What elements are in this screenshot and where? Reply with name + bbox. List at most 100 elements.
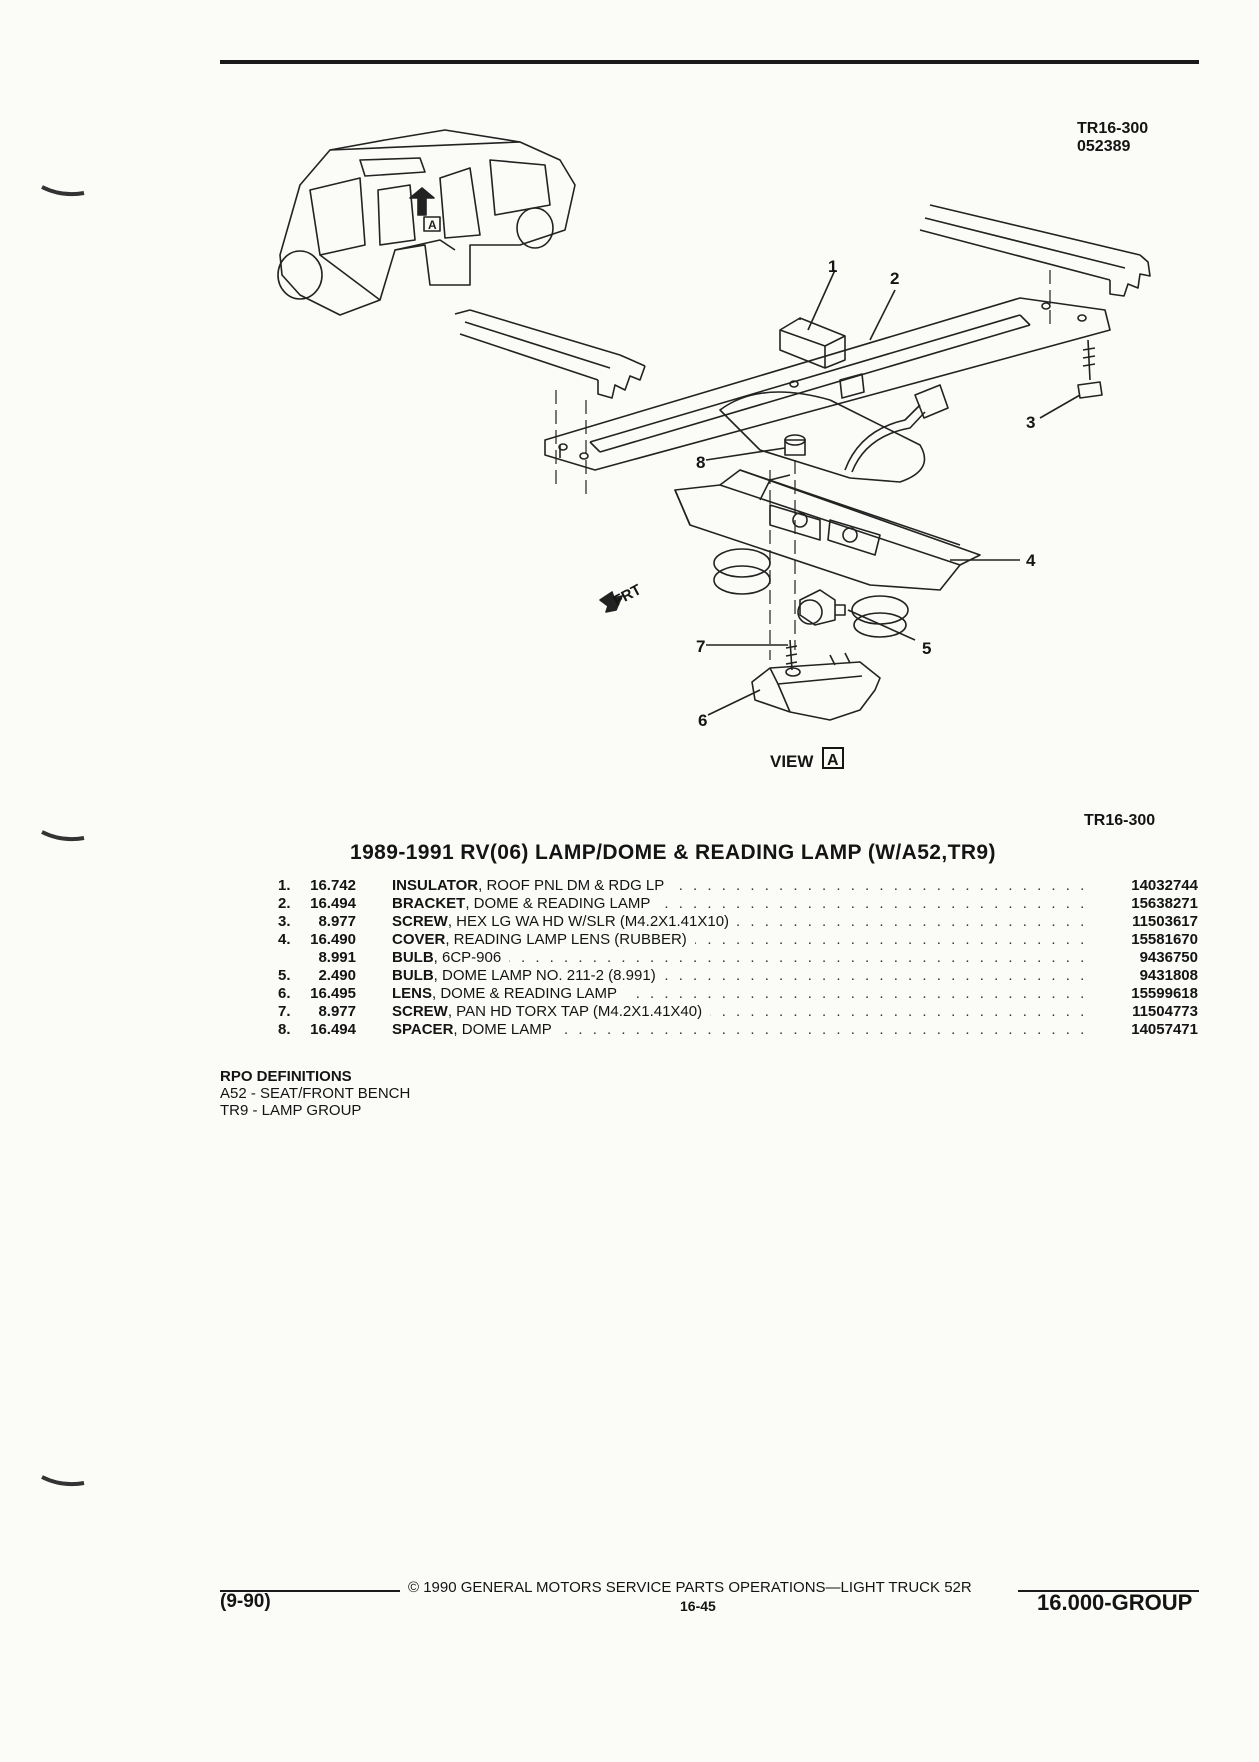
- diagram-date-code: 052389: [1077, 138, 1131, 155]
- part-name: SCREW: [392, 913, 448, 930]
- leader-dots: . . . . . . . . . . . . . . . . . . . . …: [392, 949, 1084, 966]
- bulb: [797, 589, 846, 626]
- callout-4: 4: [1026, 551, 1036, 570]
- part-detail: , DOME & READING LAMP: [465, 895, 651, 912]
- item-number: 5.: [278, 967, 291, 984]
- lamp-lens: [751, 652, 881, 721]
- part-number: 11503617: [1124, 913, 1198, 931]
- footer-date: (9-90): [220, 1591, 271, 1612]
- part-name: SPACER: [392, 1021, 454, 1038]
- item-number: 1.: [278, 877, 291, 894]
- item-number: 3.: [278, 913, 291, 930]
- footer-copyright: © 1990 GENERAL MOTORS SERVICE PARTS OPER…: [408, 1579, 972, 1596]
- dome-lamp-housing: [674, 384, 981, 638]
- binder-mark: [41, 185, 85, 197]
- footer-rule-right: [1018, 1590, 1199, 1592]
- part-name: INSULATOR: [392, 877, 479, 894]
- binder-mark: [41, 1475, 85, 1487]
- part-number: 9436750: [1131, 949, 1198, 967]
- part-row: . . . . . . . . . . . . . . . . . . . . …: [278, 1003, 1198, 1021]
- part-detail: , READING LAMP LENS (RUBBER): [445, 931, 687, 948]
- rpo-item: TR9 - LAMP GROUP: [220, 1102, 362, 1119]
- catalog-code: 16.742: [310, 877, 356, 894]
- part-description: LENS, DOME & READING LAMP: [392, 985, 626, 1003]
- catalog-code: 16.490: [310, 931, 356, 948]
- part-detail: , DOME LAMP: [453, 1021, 552, 1038]
- callout-5: 5: [922, 639, 931, 658]
- diagram-code: TR16-300: [1077, 120, 1149, 137]
- catalog-code: 16.495: [310, 985, 356, 1002]
- item-number: 2.: [278, 895, 291, 912]
- rpo-item: A52 - SEAT/FRONT BENCH: [220, 1085, 411, 1102]
- part-description: COVER, READING LAMP LENS (RUBBER): [392, 931, 695, 949]
- callout-3: 3: [1026, 413, 1035, 432]
- part-description: BULB, 6CP-906: [392, 949, 510, 967]
- item-number: 6.: [278, 985, 291, 1002]
- parts-list: . . . . . . . . . . . . . . . . . . . . …: [278, 877, 1198, 1039]
- part-description: BULB, DOME LAMP NO. 211-2 (8.991): [392, 967, 664, 985]
- part-row: . . . . . . . . . . . . . . . . . . . . …: [278, 949, 1198, 967]
- view-letter: A: [827, 752, 839, 769]
- part-detail: , 6CP-906: [433, 949, 502, 966]
- part-row: . . . . . . . . . . . . . . . . . . . . …: [278, 895, 1198, 913]
- page-number: 16-45: [680, 1598, 716, 1614]
- part-number: 11504773: [1124, 1003, 1198, 1021]
- page-title: 1989-1991 RV(06) LAMP/DOME & READING LAM…: [350, 841, 996, 864]
- part-row: . . . . . . . . . . . . . . . . . . . . …: [278, 931, 1198, 949]
- part-number: 9431808: [1131, 967, 1198, 985]
- part-description: BRACKET, DOME & READING LAMP: [392, 895, 659, 913]
- part-detail: , DOME & READING LAMP: [432, 985, 618, 1002]
- rpo-definitions: RPO DEFINITIONS A52 - SEAT/FRONT BENCH T…: [220, 1068, 410, 1119]
- dome-lamp-bracket: [544, 297, 1111, 471]
- part-row: . . . . . . . . . . . . . . . . . . . . …: [278, 913, 1198, 931]
- part-row: . . . . . . . . . . . . . . . . . . . . …: [278, 985, 1198, 1003]
- front-indicator-label: FRT: [610, 581, 644, 610]
- catalog-code: 8.977: [318, 913, 356, 930]
- item-number: 7.: [278, 1003, 291, 1020]
- part-number: 15638271: [1123, 895, 1198, 913]
- part-name: BRACKET: [392, 895, 466, 912]
- part-description: SCREW, HEX LG WA HD W/SLR (M4.2X1.41X10): [392, 913, 738, 931]
- part-name: LENS: [392, 985, 433, 1002]
- catalog-code: 8.991: [318, 949, 356, 966]
- part-description: INSULATOR, ROOF PNL DM & RDG LP: [392, 877, 673, 895]
- part-detail: , ROOF PNL DM & RDG LP: [478, 877, 665, 894]
- item-number: 4.: [278, 931, 291, 948]
- part-description: SCREW, PAN HD TORX TAP (M4.2X1.41X40): [392, 1003, 711, 1021]
- part-name: SCREW: [392, 1003, 448, 1020]
- callout-7: 7: [696, 637, 705, 656]
- callout-6: 6: [698, 711, 707, 730]
- part-name: COVER: [392, 931, 446, 948]
- catalog-code: 16.494: [310, 895, 356, 912]
- part-detail: , PAN HD TORX TAP (M4.2X1.41X40): [447, 1003, 703, 1020]
- roof-bow-right: [919, 204, 1151, 297]
- catalog-code: 2.490: [318, 967, 356, 984]
- part-detail: , HEX LG WA HD W/SLR (M4.2X1.41X10): [447, 913, 730, 930]
- item-number: 8.: [278, 1021, 291, 1038]
- vehicle-inset: [277, 129, 576, 316]
- footer-rule-left: [220, 1590, 400, 1592]
- part-name: BULB: [392, 967, 434, 984]
- screw-hex: [1077, 339, 1103, 399]
- view-label: VIEW: [770, 752, 814, 771]
- inset-letter: A: [428, 218, 437, 232]
- callout-8: 8: [696, 453, 705, 472]
- part-detail: , DOME LAMP NO. 211-2 (8.991): [433, 967, 656, 984]
- binder-mark: [41, 830, 85, 842]
- insulator-block: [779, 317, 846, 369]
- roof-bow-left: [454, 309, 646, 399]
- catalog-code: 16.494: [310, 1021, 356, 1038]
- callout-1: 1: [828, 257, 837, 276]
- part-row: . . . . . . . . . . . . . . . . . . . . …: [278, 1021, 1198, 1039]
- screw-torx: [785, 639, 801, 677]
- part-number: 14032744: [1123, 877, 1198, 895]
- part-description: SPACER, DOME LAMP: [392, 1021, 560, 1039]
- catalog-code: 8.977: [318, 1003, 356, 1020]
- rpo-heading: RPO DEFINITIONS: [220, 1068, 352, 1085]
- callout-2: 2: [890, 269, 899, 288]
- part-name: BULB: [392, 949, 434, 966]
- leader-dots: . . . . . . . . . . . . . . . . . . . . …: [392, 1021, 1084, 1038]
- part-row: . . . . . . . . . . . . . . . . . . . . …: [278, 967, 1198, 985]
- part-row: . . . . . . . . . . . . . . . . . . . . …: [278, 877, 1198, 895]
- part-number: 14057471: [1123, 1021, 1198, 1039]
